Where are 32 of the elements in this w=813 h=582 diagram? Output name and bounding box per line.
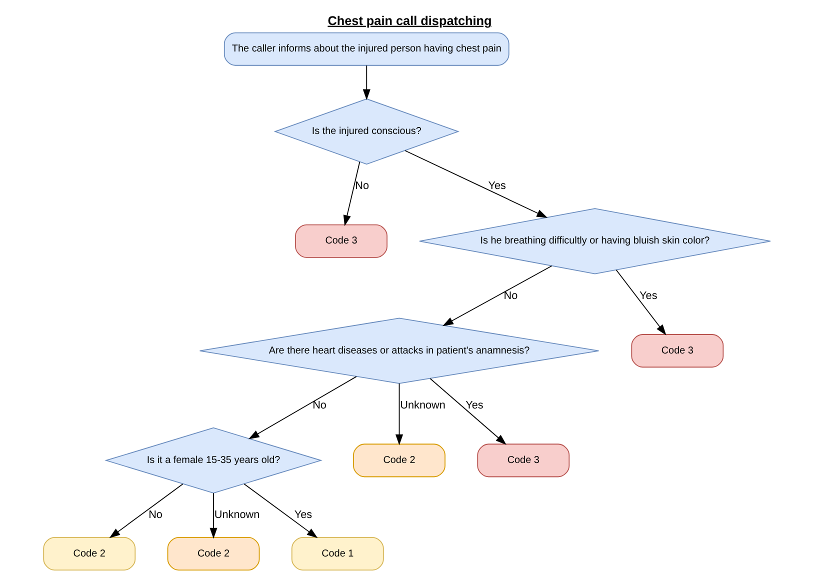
node-diamond: Is it a female 15-35 years old? — [104, 427, 322, 494]
node-box: Code 2 — [42, 537, 136, 571]
arrow — [108, 484, 183, 538]
node-box: The caller informs about the injured person having chest pain — [223, 32, 509, 66]
edge-label: No — [354, 180, 369, 192]
arrow — [442, 265, 552, 326]
arrow — [243, 484, 318, 538]
arrow — [362, 65, 370, 100]
arrow — [429, 378, 506, 445]
edge-label: Unknown — [214, 509, 260, 522]
arrow — [209, 492, 217, 539]
arrow — [248, 376, 356, 440]
node-box: Code 1 — [290, 537, 384, 571]
edge-label: No — [503, 290, 518, 302]
edge-label: Yes — [465, 399, 483, 412]
node-box: Code 2 — [352, 444, 445, 478]
node-box: Code 3 — [630, 334, 724, 368]
diagram-title: Chest pain call dispatching — [327, 14, 492, 28]
edge-label: Yes — [488, 180, 506, 192]
edge-label: Yes — [294, 509, 312, 522]
edge-label: No — [312, 399, 326, 412]
arrow — [615, 269, 666, 336]
node-diamond: Is the injured conscious? — [273, 98, 459, 165]
edge-label: No — [148, 509, 162, 522]
node-box: Code 3 — [476, 444, 570, 478]
edge-label: Unknown — [400, 399, 445, 412]
arrow — [404, 150, 548, 218]
arrow — [342, 161, 360, 226]
node-box: Code 2 — [166, 537, 260, 571]
arrow — [394, 383, 403, 446]
edge-label: Yes — [639, 290, 657, 302]
node-box: Code 3 — [294, 224, 387, 258]
